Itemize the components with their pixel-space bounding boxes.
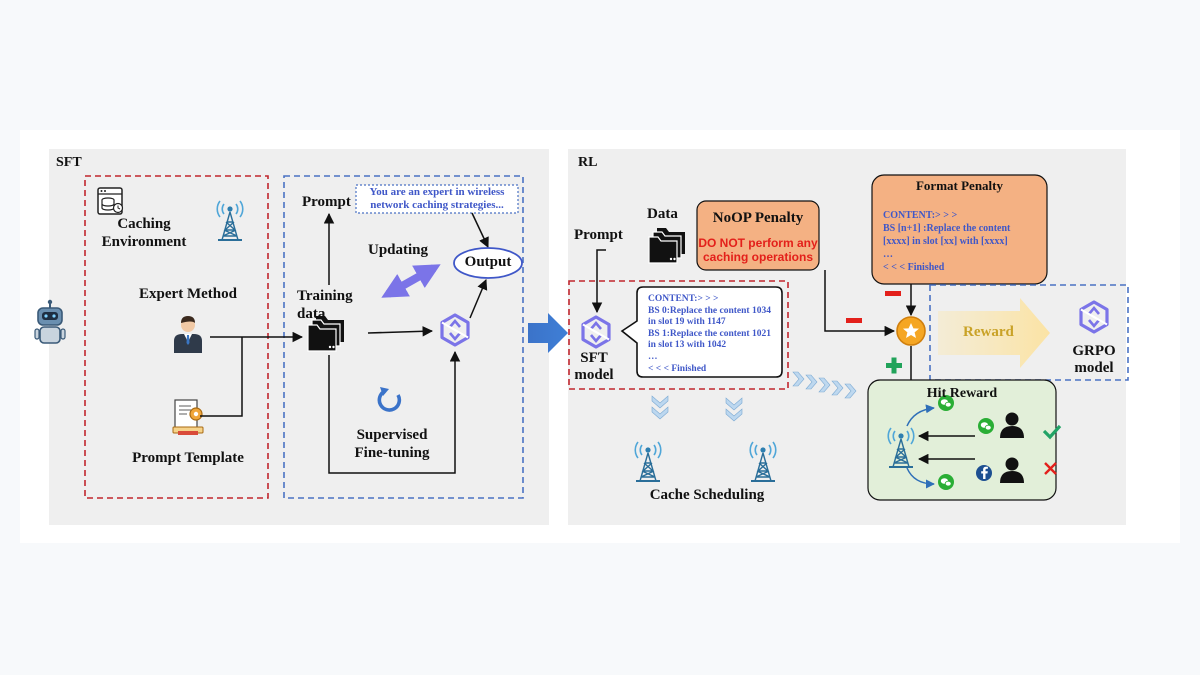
- minus-icon: [846, 318, 862, 323]
- prompt-text: You are an expert in wireless network ca…: [356, 186, 518, 212]
- sft-to-rl-arrow: [528, 313, 568, 353]
- model-to-output-arrow: [469, 279, 488, 319]
- sft-prompt-label: Prompt: [302, 194, 351, 210]
- expert-method-label: Expert Method: [139, 286, 237, 302]
- prompt-text-line-1: You are an expert in wireless: [369, 186, 505, 198]
- cache-scheduling-label: Cache Scheduling: [649, 487, 765, 503]
- speech-line-3: in slot 19 with 1147: [648, 317, 726, 328]
- updating-label: Updating: [368, 242, 429, 258]
- wechat-icon: [977, 417, 995, 435]
- noop-penalty-text: DO NOT perform any caching operations: [697, 236, 819, 264]
- rl-section-label: RL: [578, 155, 598, 170]
- minus-icon: [885, 291, 901, 296]
- check-icon: [1042, 424, 1062, 440]
- prompt-text-box: [355, 184, 519, 214]
- training-to-model-arrow: [367, 326, 434, 337]
- sft-section-label: SFT: [56, 155, 82, 170]
- facebook-icon: [976, 465, 992, 481]
- caching-environment-line-1: Caching: [117, 216, 171, 232]
- noop-line-2: caching operations: [702, 250, 814, 264]
- grpo-line-2: model: [1074, 360, 1114, 376]
- user-icon: [174, 316, 202, 353]
- format-line-5: < < < Finished: [883, 262, 945, 273]
- noop-line-1: DO NOT perform any: [698, 236, 818, 250]
- speech-line-6: …: [648, 351, 658, 362]
- speech-line-2: BS 0:Replace the content 1034: [648, 305, 771, 316]
- prompt-template-label: Prompt Template: [132, 450, 244, 466]
- speech-line-5: in slot 13 with 1042: [648, 340, 727, 351]
- updating-arrow: [381, 264, 441, 298]
- format-penalty-box: [871, 174, 1048, 285]
- training-data-label: Training data: [297, 287, 353, 323]
- antenna-to-wechat-arrow: [906, 404, 935, 427]
- antenna-to-wechat-arrow-2: [906, 467, 935, 489]
- supervised-line-2: Fine-tuning: [354, 445, 430, 461]
- format-line-4: …: [883, 249, 893, 260]
- speech-line-4: BS 1:Replace the content 1021: [648, 328, 771, 339]
- server-icon: [97, 187, 124, 215]
- reward-label: Reward: [963, 324, 1014, 340]
- supervised-line-1: Supervised: [356, 427, 428, 443]
- noop-penalty-box: [696, 200, 820, 271]
- plus-icon: [886, 357, 902, 374]
- hit-reward-box: [867, 379, 1057, 501]
- refresh-icon: [377, 387, 402, 412]
- wechat-icon: [937, 473, 955, 491]
- grpo-model-label: GRPO model: [1066, 343, 1122, 377]
- format-line-1: CONTENT:> > >: [883, 210, 958, 221]
- format-line-3: [xxxx] in slot [xx] with [xxxx]: [883, 236, 1008, 247]
- training-data-line-2: data: [297, 306, 326, 322]
- data-folder-icon: [648, 227, 686, 264]
- star-medal-icon: [896, 316, 926, 346]
- caching-environment-line-2: Environment: [101, 234, 187, 250]
- finetuning-loop-line: [328, 350, 461, 474]
- format-penalty-lines: CONTENT:> > > BS [n+1] :Replace the cont…: [883, 209, 1010, 274]
- grpo-line-1: GRPO: [1072, 343, 1116, 359]
- prompt-to-output-arrow: [471, 212, 489, 248]
- training-data-line-1: Training: [297, 288, 353, 304]
- rl-prompt-label: Prompt: [574, 227, 623, 243]
- sft-model-label: SFT model: [566, 350, 622, 384]
- speech-line-7: < < < Finished: [648, 363, 707, 374]
- speech-bubble-lines: CONTENT:> > > BS 0:Replace the content 1…: [648, 294, 771, 375]
- caching-environment-label: Caching Environment: [86, 215, 202, 251]
- prompt-text-line-2: network caching strategies...: [370, 199, 504, 211]
- supervised-finetuning-label: Supervised Fine-tuning: [340, 426, 444, 462]
- document-gear-icon: [172, 399, 204, 435]
- reward-arrow: [938, 298, 1050, 368]
- sft-model-line-2: model: [574, 367, 614, 383]
- hit-reward-label: Hit Reward: [926, 386, 998, 401]
- template-to-line: [200, 337, 243, 417]
- cross-icon: [1044, 462, 1057, 475]
- rl-data-label: Data: [647, 206, 678, 222]
- robot-icon: [34, 299, 66, 344]
- speech-line-1: CONTENT:> > >: [648, 294, 719, 304]
- format-penalty-title: Format Penalty: [915, 178, 1003, 193]
- speech-bubble: [620, 286, 783, 378]
- noop-to-reward-line: [824, 270, 896, 337]
- noop-penalty-title: NoOP Penalty: [712, 210, 804, 226]
- rl-prompt-arrow: [591, 249, 606, 314]
- format-line-2: BS [n+1] :Replace the content: [883, 223, 1011, 234]
- rl-sft-box: [568, 280, 789, 390]
- output-label: Output: [464, 254, 512, 270]
- output-node: [453, 247, 523, 279]
- sft-model-line-1: SFT: [580, 350, 608, 366]
